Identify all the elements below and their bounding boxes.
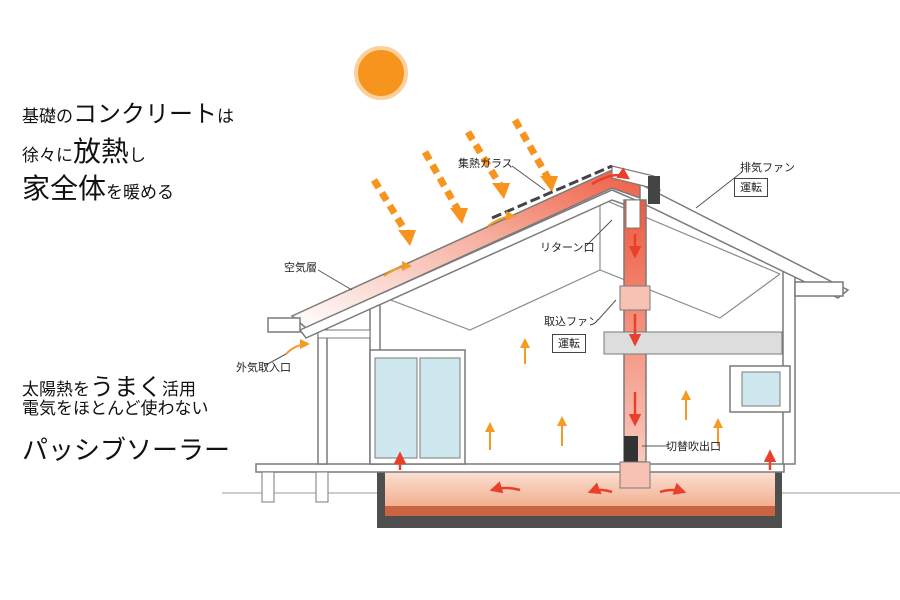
roof-air-layer <box>290 169 650 329</box>
headline-a-line3: 家全体を暖める <box>22 172 175 205</box>
return-vent-label: リターン口 <box>540 241 595 254</box>
porch-column <box>317 321 328 465</box>
right-eave <box>794 281 844 297</box>
exhaust-fan-status: 運転 <box>734 178 768 197</box>
eave-gutter <box>267 317 301 333</box>
headline-a-line2: 徐々に放熱し <box>22 135 147 168</box>
porch-post <box>261 471 275 503</box>
porch-post <box>315 471 329 503</box>
collector-glass-label: 集熱ガラス <box>458 157 513 170</box>
leader-lines <box>263 165 743 447</box>
roof-right <box>639 182 850 299</box>
intake-fan-label: 取込ファン <box>544 315 599 328</box>
porch-beam <box>317 329 371 339</box>
floor-duct <box>619 461 651 489</box>
return-vent-box <box>625 199 641 229</box>
switch-outlet-box <box>624 436 638 462</box>
warm-air-arrows <box>393 167 777 495</box>
sun-icon <box>354 46 408 100</box>
intake-fan-box <box>619 285 651 311</box>
exhaust-fan-box <box>648 176 660 204</box>
collector-glass-strip <box>491 164 613 220</box>
air-layer-label: 空気層 <box>284 261 317 274</box>
switch-outlet-label: 切替吹出口 <box>666 440 721 453</box>
outdoor-intake-label: 外気取入口 <box>236 361 291 374</box>
exhaust-fan-label: 排気ファン <box>740 161 795 174</box>
intake-fan-status: 運転 <box>552 334 586 353</box>
rising-air-arrows <box>285 211 723 450</box>
ceiling-beam <box>603 331 783 355</box>
headline-b-line1: 太陽熱をうまく活用 <box>22 373 196 401</box>
headline-b-line2: 電気をほとんど使わない <box>22 399 209 419</box>
headline-a-line1: 基礎のコンクリートは <box>22 100 234 128</box>
sunlight-rays <box>371 118 552 234</box>
headline-b-line3: パッシブソーラー <box>22 436 231 466</box>
floor-deck <box>255 463 785 473</box>
